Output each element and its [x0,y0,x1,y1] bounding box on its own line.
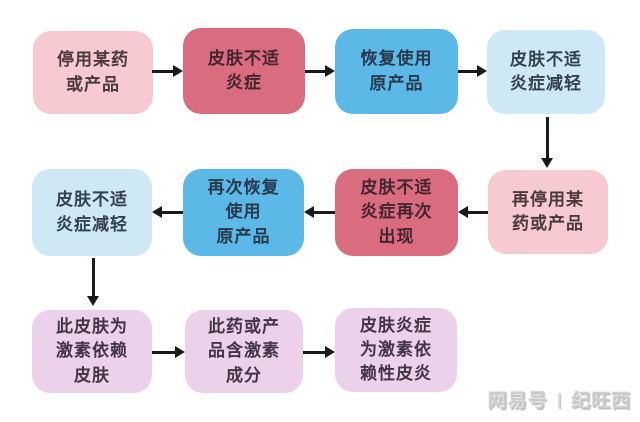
watermark-divider-icon: | [557,389,563,409]
flow-step-resume-product: 恢复使用 原产品 [335,29,458,114]
flow-step-skin-inflammation: 皮肤不适 炎症 [183,28,305,114]
flow-step-hormone-dependent-skin: 此皮肤为 激素依赖 皮肤 [32,310,152,393]
arrow-down-icon [87,258,99,306]
arrow-right-icon [458,65,487,77]
arrow-left-icon [152,206,183,218]
arrow-right-icon [152,65,183,77]
arrow-right-icon [152,346,185,358]
arrow-left-icon [458,206,488,218]
flow-step-inflammation-relieved: 皮肤不适 炎症减轻 [487,30,605,114]
flow-step-stop-product: 停用某药 或产品 [33,31,153,114]
watermark-brand: 网易号 [488,391,549,412]
arrow-right-icon [305,65,335,77]
arrow-down-icon [541,117,553,168]
watermark-author: 纪旺西 [571,391,632,412]
flow-step-stop-product-again: 再停用某 药或产品 [488,170,608,254]
watermark: 网易号 | 纪旺西 [488,386,631,413]
flow-step-hormone-dependent-dermatitis: 皮肤炎症 为激素依 赖性皮炎 [335,308,457,392]
flow-step-resume-product-again: 再次恢复 使用 原产品 [183,169,304,256]
flow-step-inflammation-relieved-again: 皮肤不适 炎症减轻 [32,169,152,256]
arrow-left-icon [304,206,335,218]
flow-step-inflammation-recurs: 皮肤不适 炎症再次 出现 [335,169,458,256]
arrow-right-icon [303,346,335,358]
flow-step-product-contains-hormones: 此药或产 品含激素 成分 [185,310,303,393]
